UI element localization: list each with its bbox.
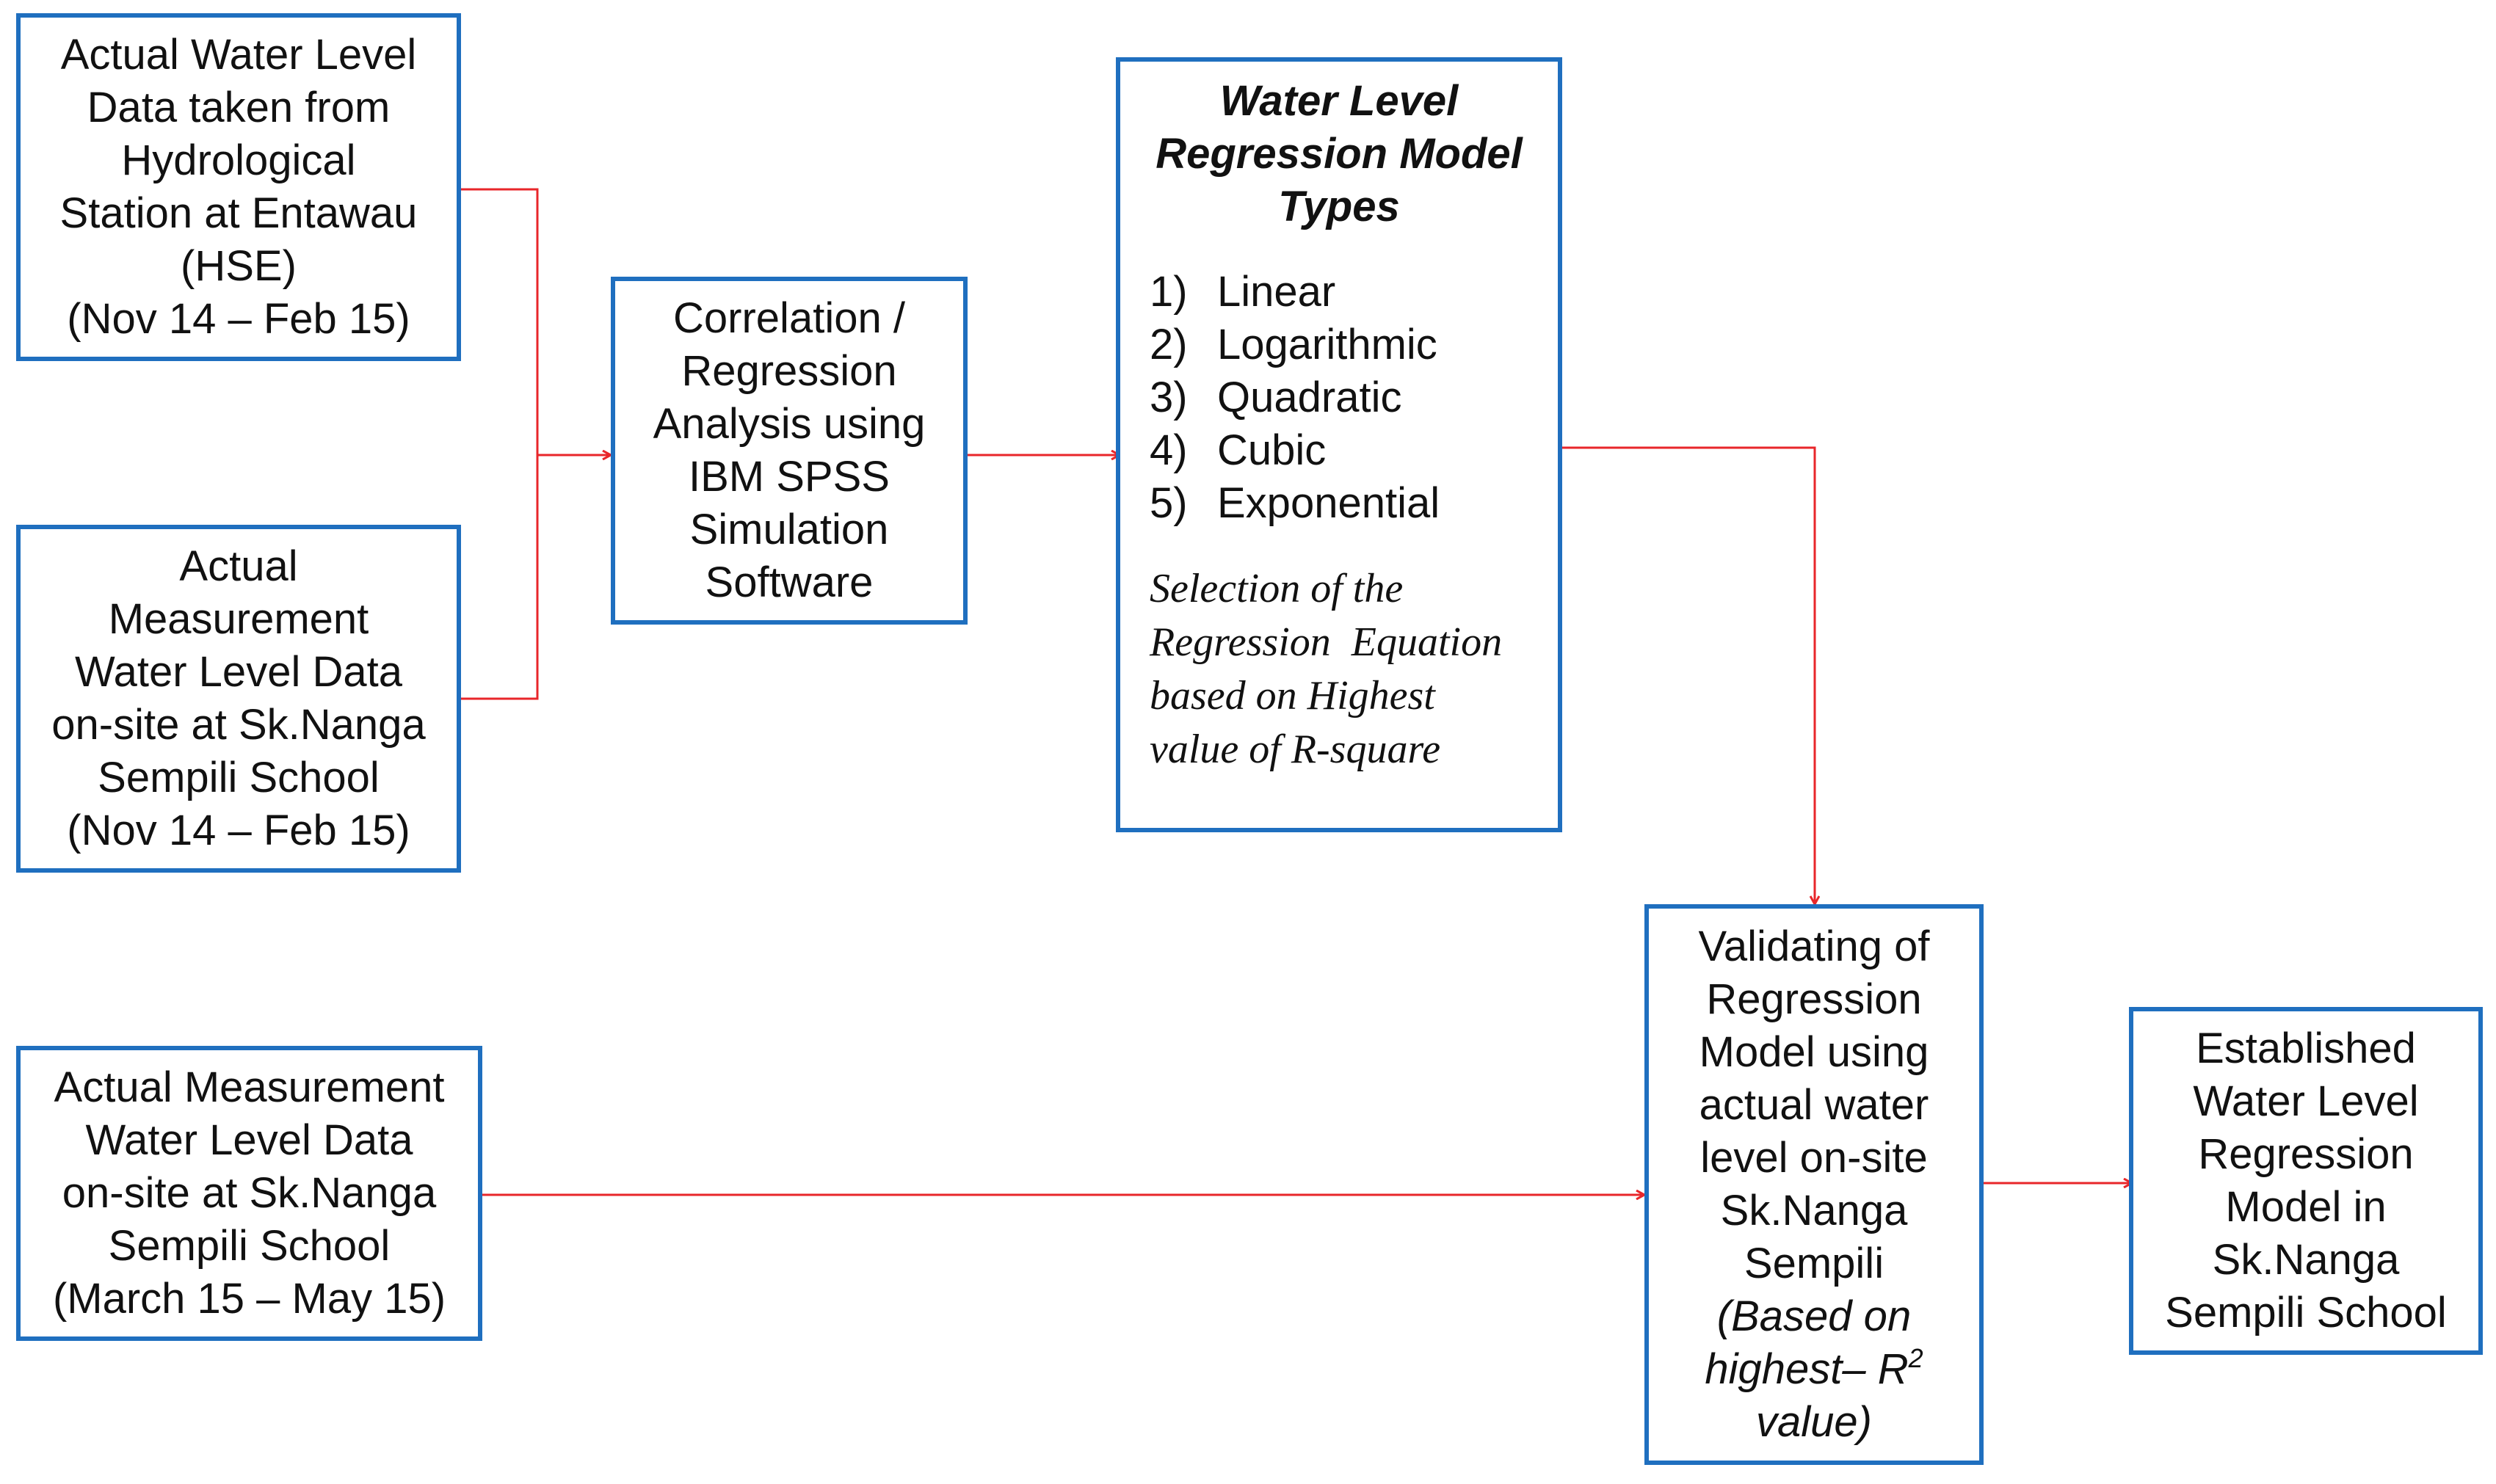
box-text-line: Hydrological xyxy=(121,137,356,184)
spss-analysis-box: Correlation / Regression Analysis using … xyxy=(611,277,968,625)
box-text-line: Actual Measurement xyxy=(54,1063,445,1111)
box-text-line: Regression xyxy=(681,347,897,395)
box-text-line: Correlation / xyxy=(673,294,905,342)
list-item: 2) Logarithmic xyxy=(1150,319,1528,371)
box-text-line: on-site at Sk.Nanga xyxy=(62,1169,437,1217)
list-item: 1) Linear xyxy=(1150,266,1528,319)
box-text-line: Station at Entawau xyxy=(59,189,418,237)
box-text-line: level on-site xyxy=(1700,1134,1928,1182)
box-text-line: Simulation xyxy=(689,506,889,553)
box-text-line: Model in xyxy=(2225,1183,2387,1231)
connector-hse-to-merge xyxy=(461,188,539,455)
list-item-label: Exponential xyxy=(1217,479,1440,527)
box-text-line: actual water xyxy=(1699,1081,1929,1129)
box-text-line: Sempili School xyxy=(2165,1289,2447,1336)
box-text-line: (Based on xyxy=(1716,1292,1912,1340)
box-text-line: Analysis using xyxy=(653,400,926,448)
box-text-line: (Nov 14 – Feb 15) xyxy=(67,295,410,343)
box-text-line: Software xyxy=(705,559,874,606)
box-text-line: Validating of xyxy=(1698,923,1930,970)
box-text-line: (Nov 14 – Feb 15) xyxy=(67,807,410,854)
box-text-line: Sk.Nanga xyxy=(2212,1236,2400,1284)
box-text-line: on-site at Sk.Nanga xyxy=(51,701,426,749)
list-item: 3) Quadratic xyxy=(1150,371,1528,424)
note-line: Regression Equation xyxy=(1150,619,1503,665)
box-text-line: Data taken from xyxy=(87,84,391,131)
box-text-line: Water Level Data xyxy=(75,648,402,696)
box-text-line: Sempili School xyxy=(98,754,380,801)
r-squared-line: highest– R2 xyxy=(1705,1343,1923,1396)
list-item: 4) Cubic xyxy=(1150,424,1528,477)
list-item: 5) Exponential xyxy=(1150,477,1528,530)
note-line: Selection of the xyxy=(1150,566,1404,611)
box-text-line: value) xyxy=(1756,1398,1872,1446)
box-text-line: Regression xyxy=(1706,975,1922,1023)
onsite-data-box-nov-feb: Actual Measurement Water Level Data on-s… xyxy=(16,525,461,873)
box-text-line: Sempili School xyxy=(108,1222,391,1270)
box-text-line: Sk.Nanga xyxy=(1720,1187,1908,1234)
list-item-label: Quadratic xyxy=(1217,374,1402,421)
validation-box: Validating of Regression Model using act… xyxy=(1644,904,1984,1465)
regression-model-types-box: Water Level Regression Model Types 1) Lin… xyxy=(1116,57,1562,832)
box-text-line: Regression xyxy=(2198,1130,2414,1178)
box-text-line: Measurement xyxy=(108,595,369,643)
model-types-list: 1) Linear 2) Logarithmic 3) Quadratic 4) Cub… xyxy=(1150,266,1528,530)
list-item-number: 4) xyxy=(1150,426,1188,474)
list-item-label: Linear xyxy=(1217,268,1336,316)
hse-data-box: Actual Water Level Data taken from Hydro… xyxy=(16,13,461,361)
list-item-label: Logarithmic xyxy=(1217,321,1437,368)
box-text-fragment: highest– R xyxy=(1705,1345,1909,1393)
box-text-line: Actual xyxy=(179,542,298,590)
list-item-number: 1) xyxy=(1150,268,1188,316)
arrow-models-to-validation xyxy=(1562,446,1815,904)
list-item-number: 2) xyxy=(1150,321,1188,368)
box-text-line: (March 15 – May 15) xyxy=(52,1275,446,1323)
box-title-line: Regression Model xyxy=(1156,130,1523,178)
box-text-line: Water Level xyxy=(2193,1077,2419,1125)
established-model-box: Established Water Level Regression Model… xyxy=(2129,1007,2483,1355)
list-item-label: Cubic xyxy=(1217,426,1327,474)
box-title-line: Water Level xyxy=(1219,77,1459,125)
box-text-line: Water Level Data xyxy=(85,1116,413,1164)
model-types-title: Water Level Regression Model Types xyxy=(1150,75,1528,233)
note-line: based on Highest xyxy=(1150,673,1435,719)
box-text-line: IBM SPSS xyxy=(689,453,890,501)
box-text-line: (HSE) xyxy=(181,242,297,290)
box-text-line: Actual Water Level xyxy=(60,31,417,79)
box-title-line: Types xyxy=(1278,183,1400,230)
box-text-line: Established xyxy=(2196,1025,2416,1072)
box-text-line: Model using xyxy=(1699,1028,1929,1076)
selection-note: Selection of the Regression Equation bas… xyxy=(1150,562,1528,776)
connector-onsite1-to-merge xyxy=(461,455,539,700)
list-item-number: 5) xyxy=(1150,479,1188,527)
onsite-data-box-mar-may: Actual Measurement Water Level Data on-s… xyxy=(16,1046,482,1341)
superscript-2: 2 xyxy=(1908,1343,1923,1373)
list-item-number: 3) xyxy=(1150,374,1188,421)
note-line: value of R-square xyxy=(1150,727,1441,772)
box-text-line: Sempili xyxy=(1744,1240,1884,1287)
